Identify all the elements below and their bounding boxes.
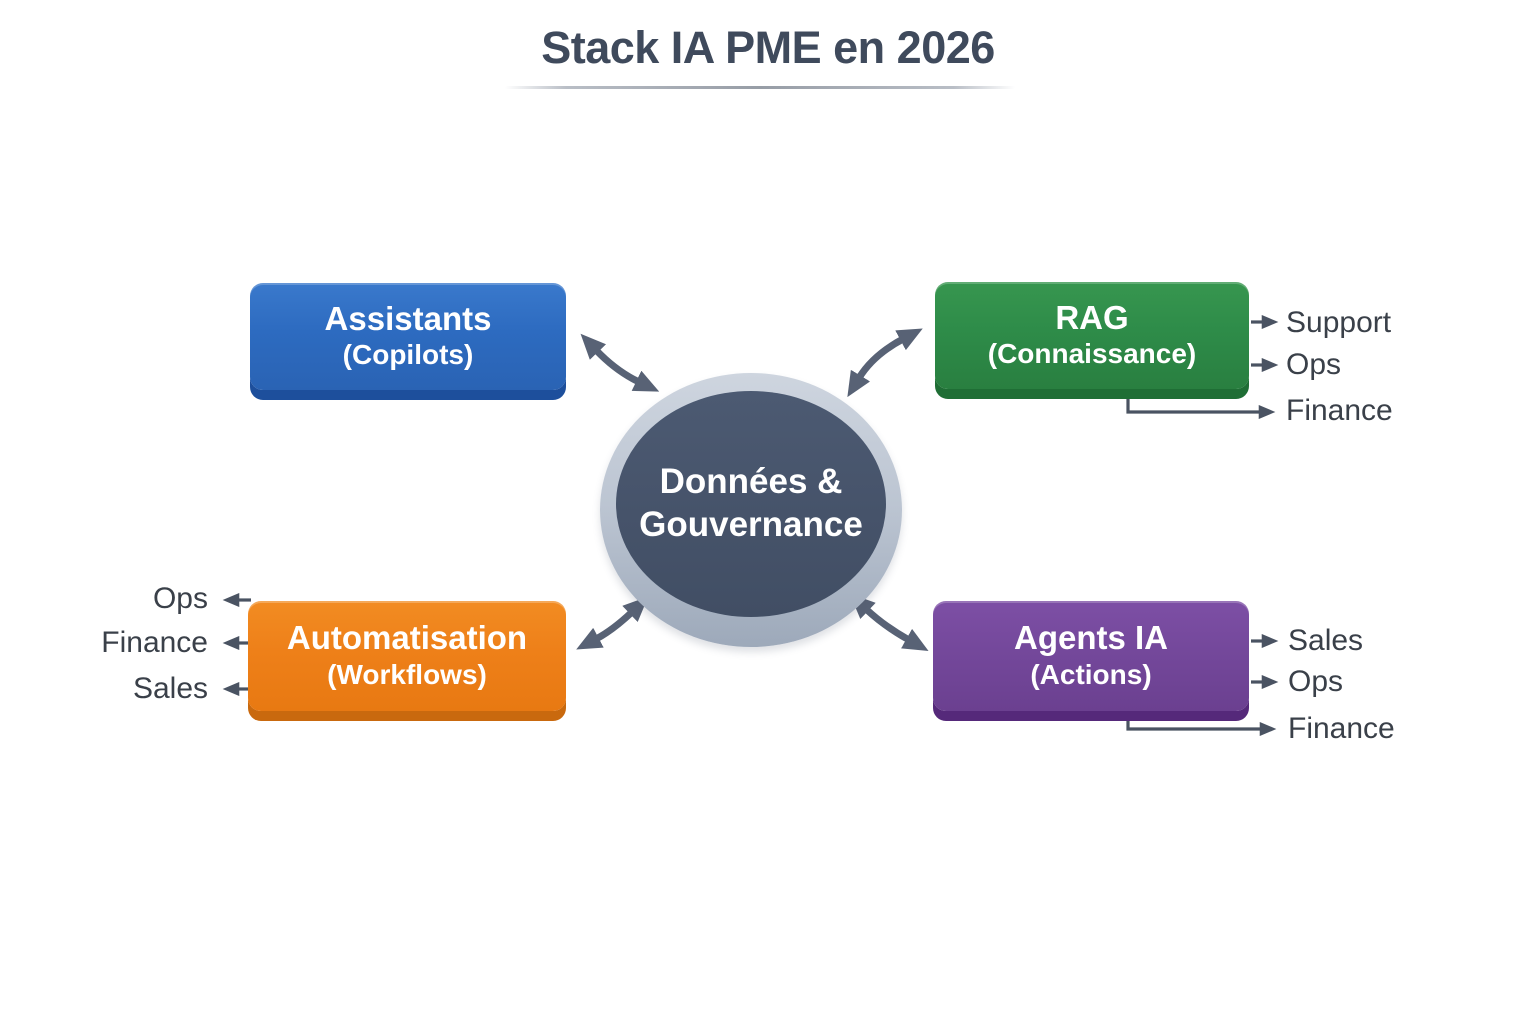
node-rag: RAG (Connaissance) bbox=[935, 282, 1249, 389]
label-rag-support: Support bbox=[1286, 306, 1392, 339]
label-rag-finance: Finance bbox=[1286, 394, 1393, 427]
hub-label-line1: Données & bbox=[659, 462, 843, 502]
label-rag-ops: Ops bbox=[1286, 348, 1342, 381]
page-title: Stack IA PME en 2026 bbox=[541, 22, 995, 73]
arrow-agents-hub bbox=[849, 593, 929, 651]
arrow-assistants-hub bbox=[580, 333, 660, 392]
arrow-rag-finance bbox=[1126, 394, 1276, 420]
node-assistants-title: Assistants bbox=[324, 299, 492, 337]
arrow-agents-finance bbox=[1126, 713, 1277, 737]
node-assistants: Assistants (Copilots) bbox=[250, 283, 566, 390]
arrow-rag-hub bbox=[847, 328, 923, 398]
node-rag-subtitle: (Connaissance) bbox=[987, 338, 1197, 370]
node-automatisation-subtitle: (Workflows) bbox=[327, 658, 487, 690]
label-automatisation-ops: Ops bbox=[152, 582, 208, 615]
node-agents-subtitle: (Actions) bbox=[1030, 658, 1152, 690]
node-automatisation-title: Automatisation bbox=[286, 619, 528, 657]
label-automatisation-finance: Finance bbox=[101, 626, 208, 659]
hub-label-line2: Gouvernance bbox=[639, 505, 863, 544]
node-automatisation: Automatisation (Workflows) bbox=[248, 601, 566, 711]
node-assistants-subtitle: (Copilots) bbox=[342, 339, 474, 371]
node-agents: Agents IA (Actions) bbox=[933, 601, 1249, 711]
hub-ring: Données & Gouvernance bbox=[600, 373, 902, 647]
label-agents-finance: Finance bbox=[1288, 712, 1395, 745]
label-automatisation-sales: Sales bbox=[132, 672, 208, 705]
arrow-automatisation-hub bbox=[576, 596, 649, 650]
node-agents-title: Agents IA bbox=[1013, 619, 1168, 657]
node-rag-title: RAG bbox=[1055, 298, 1129, 336]
label-agents-sales: Sales bbox=[1288, 624, 1364, 657]
title-divider bbox=[505, 86, 1015, 89]
label-agents-ops: Ops bbox=[1288, 665, 1344, 698]
hub-donnees-gouvernance: Données & Gouvernance bbox=[616, 391, 886, 617]
